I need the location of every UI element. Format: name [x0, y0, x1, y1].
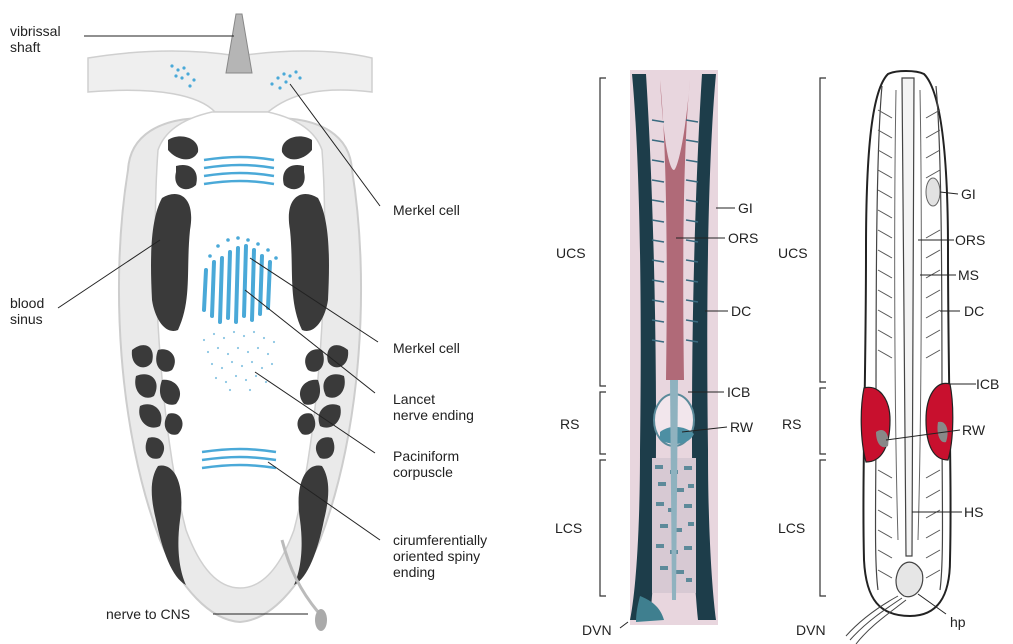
right-label-hp: hp	[950, 614, 966, 630]
middle-label-icb: ICB	[727, 384, 750, 400]
right-label-ucs: UCS	[778, 245, 808, 261]
nerve-end	[315, 609, 327, 631]
right-label-rs: RS	[782, 416, 801, 432]
label-merkel-cell-mid: Merkel cell	[393, 340, 460, 356]
right-line-drawing: UCS RS LCS DVN GI ORS MS DC ICB RW HS hp	[778, 71, 999, 644]
drawing-hair-papilla	[896, 562, 923, 597]
right-label-dvn: DVN	[796, 622, 826, 638]
middle-label-dvn: DVN	[582, 622, 612, 638]
right-label-ors: ORS	[955, 232, 985, 248]
middle-label-gi: GI	[738, 200, 753, 216]
label-nerve-to-cns: nerve to CNS	[106, 606, 190, 622]
region-brackets-middle	[600, 78, 606, 596]
label-merkel-cell-top: Merkel cell	[393, 202, 460, 218]
right-label-dc: DC	[964, 303, 984, 319]
middle-label-rw: RW	[730, 419, 754, 435]
middle-label-ucs: UCS	[556, 245, 586, 261]
middle-label-ors: ORS	[728, 230, 758, 246]
middle-label-rs: RS	[560, 416, 579, 432]
right-label-gi: GI	[961, 186, 976, 202]
right-label-icb: ICB	[976, 376, 999, 392]
right-label-lcs: LCS	[778, 520, 805, 536]
middle-label-lcs: LCS	[555, 520, 582, 536]
right-label-ms: MS	[958, 267, 979, 283]
drawing-gland	[926, 178, 940, 206]
right-label-hs: HS	[964, 504, 983, 520]
middle-label-dc: DC	[731, 303, 751, 319]
vibrissal-shaft-drawing	[226, 14, 252, 73]
right-label-rw: RW	[962, 422, 986, 438]
region-brackets-right	[820, 78, 826, 596]
middle-histology-image: UCS RS LCS DVN GI ORS DC ICB RW	[555, 70, 758, 638]
